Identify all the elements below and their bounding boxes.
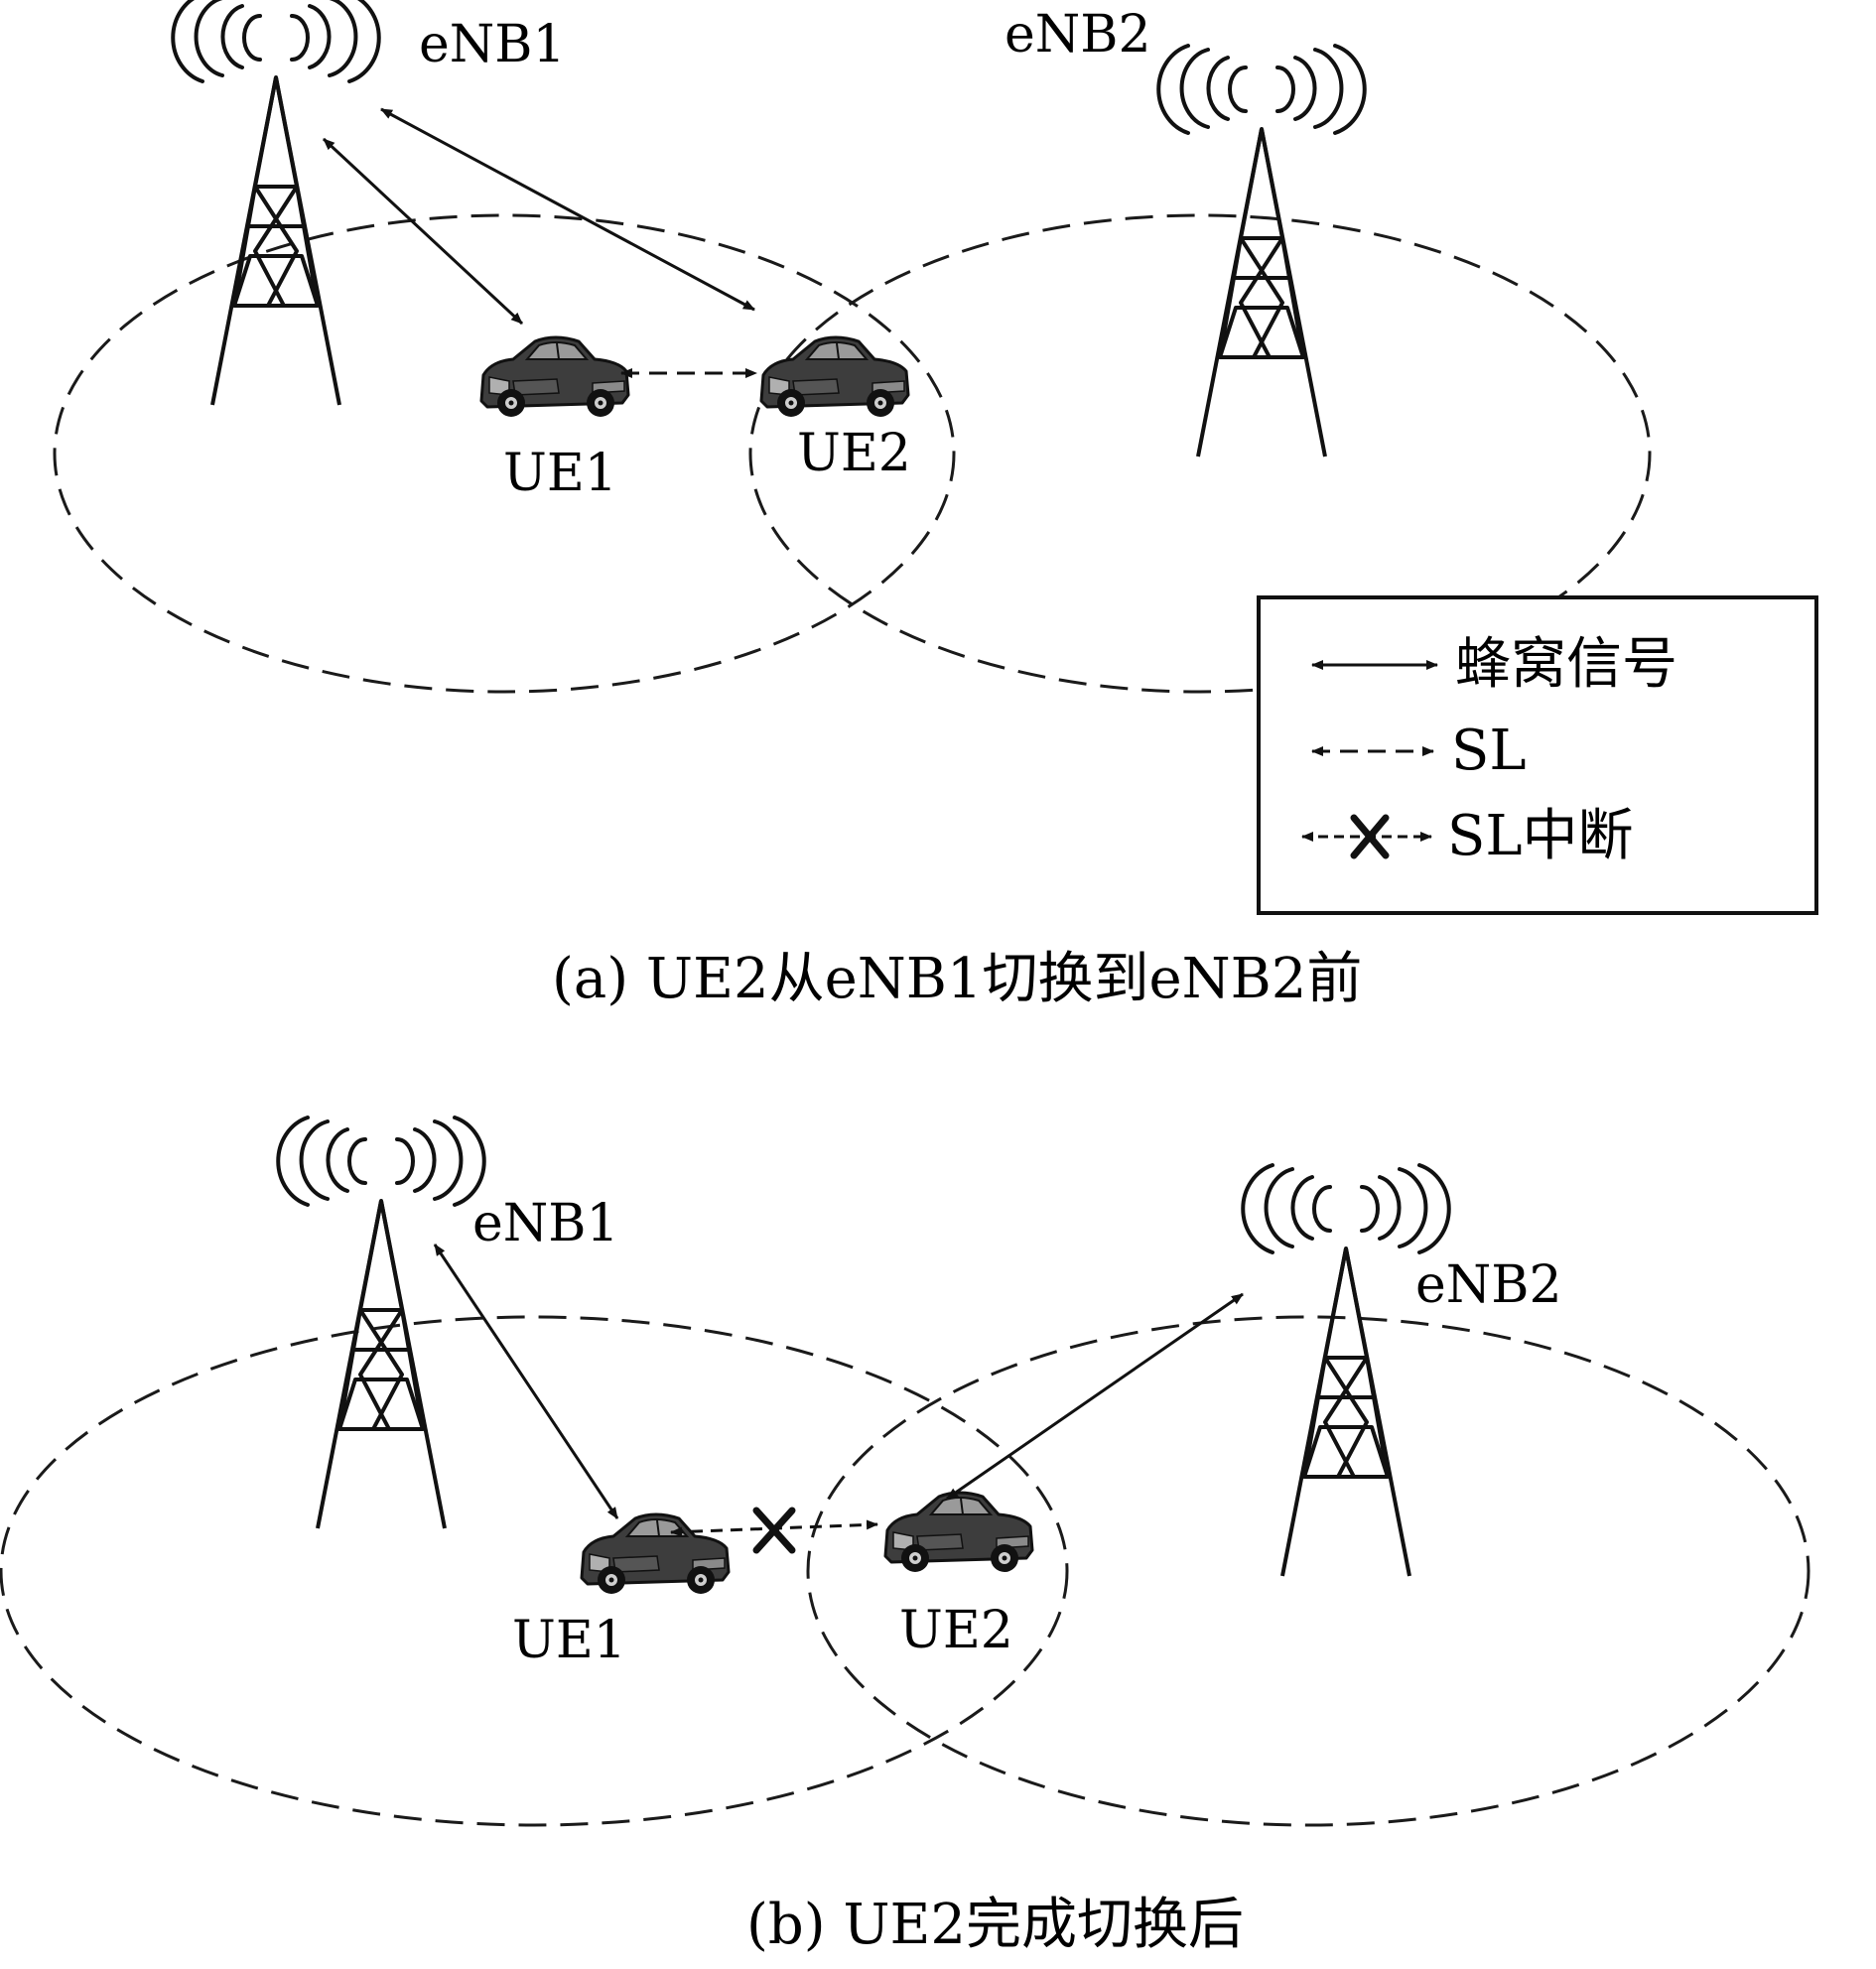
ue2-label-a: UE2 bbox=[797, 424, 911, 483]
enb1-label-a: eNB1 bbox=[419, 15, 566, 74]
enb2-tower-icon-b bbox=[1241, 1163, 1451, 1578]
ue1-car-icon-b bbox=[580, 1512, 731, 1596]
legend-sl-label: SL bbox=[1451, 719, 1527, 783]
ue1-label-b: UE1 bbox=[512, 1611, 626, 1670]
caption-a: (a) UE2从eNB1切换到eNB2前 bbox=[552, 947, 1362, 1011]
ue2-car-icon-b bbox=[883, 1491, 1034, 1574]
cellular-link-enb2-ue2-b bbox=[946, 1292, 1244, 1501]
cellular-link-enb1-ue1 bbox=[322, 137, 524, 326]
cellular-link-enb1-ue1-b bbox=[433, 1244, 619, 1519]
ue1-label-a: UE1 bbox=[503, 444, 617, 503]
legend: 蜂窝信号 SL SL中断 bbox=[1257, 595, 1818, 915]
enb1-tower-icon bbox=[171, 0, 381, 407]
enb1-tower-icon-b bbox=[276, 1116, 486, 1530]
enb2-label-b: eNB2 bbox=[1415, 1255, 1562, 1315]
legend-break-cross-icon bbox=[1350, 814, 1390, 859]
enb2-coverage-a bbox=[748, 213, 1652, 694]
enb2-label-a: eNB2 bbox=[1005, 5, 1151, 65]
ue2-label-b: UE2 bbox=[899, 1601, 1013, 1660]
enb2-tower-icon bbox=[1156, 44, 1367, 459]
legend-sl-break-label: SL中断 bbox=[1447, 804, 1634, 868]
enb1-coverage-a bbox=[53, 213, 956, 694]
enb1-coverage-b bbox=[0, 1315, 1069, 1827]
panel-b: eNB1 eNB2 UE1 UE2 (b) UE2完成切换后 bbox=[0, 1116, 1810, 1957]
sl-break-cross-icon bbox=[752, 1507, 796, 1554]
enb2-coverage-b bbox=[806, 1315, 1810, 1827]
cellular-link-enb1-ue2 bbox=[380, 107, 755, 312]
ue2-car-icon bbox=[759, 335, 910, 419]
legend-cellular-label: 蜂窝信号 bbox=[1455, 632, 1677, 697]
enb1-label-b: eNB1 bbox=[472, 1194, 619, 1253]
caption-b: (b) UE2完成切换后 bbox=[746, 1893, 1244, 1957]
ue1-car-icon bbox=[479, 335, 630, 419]
panel-a: eNB1 eNB2 UE1 UE2 蜂窝信号 SL SL中断 (a) UE2从e… bbox=[53, 0, 1818, 1011]
